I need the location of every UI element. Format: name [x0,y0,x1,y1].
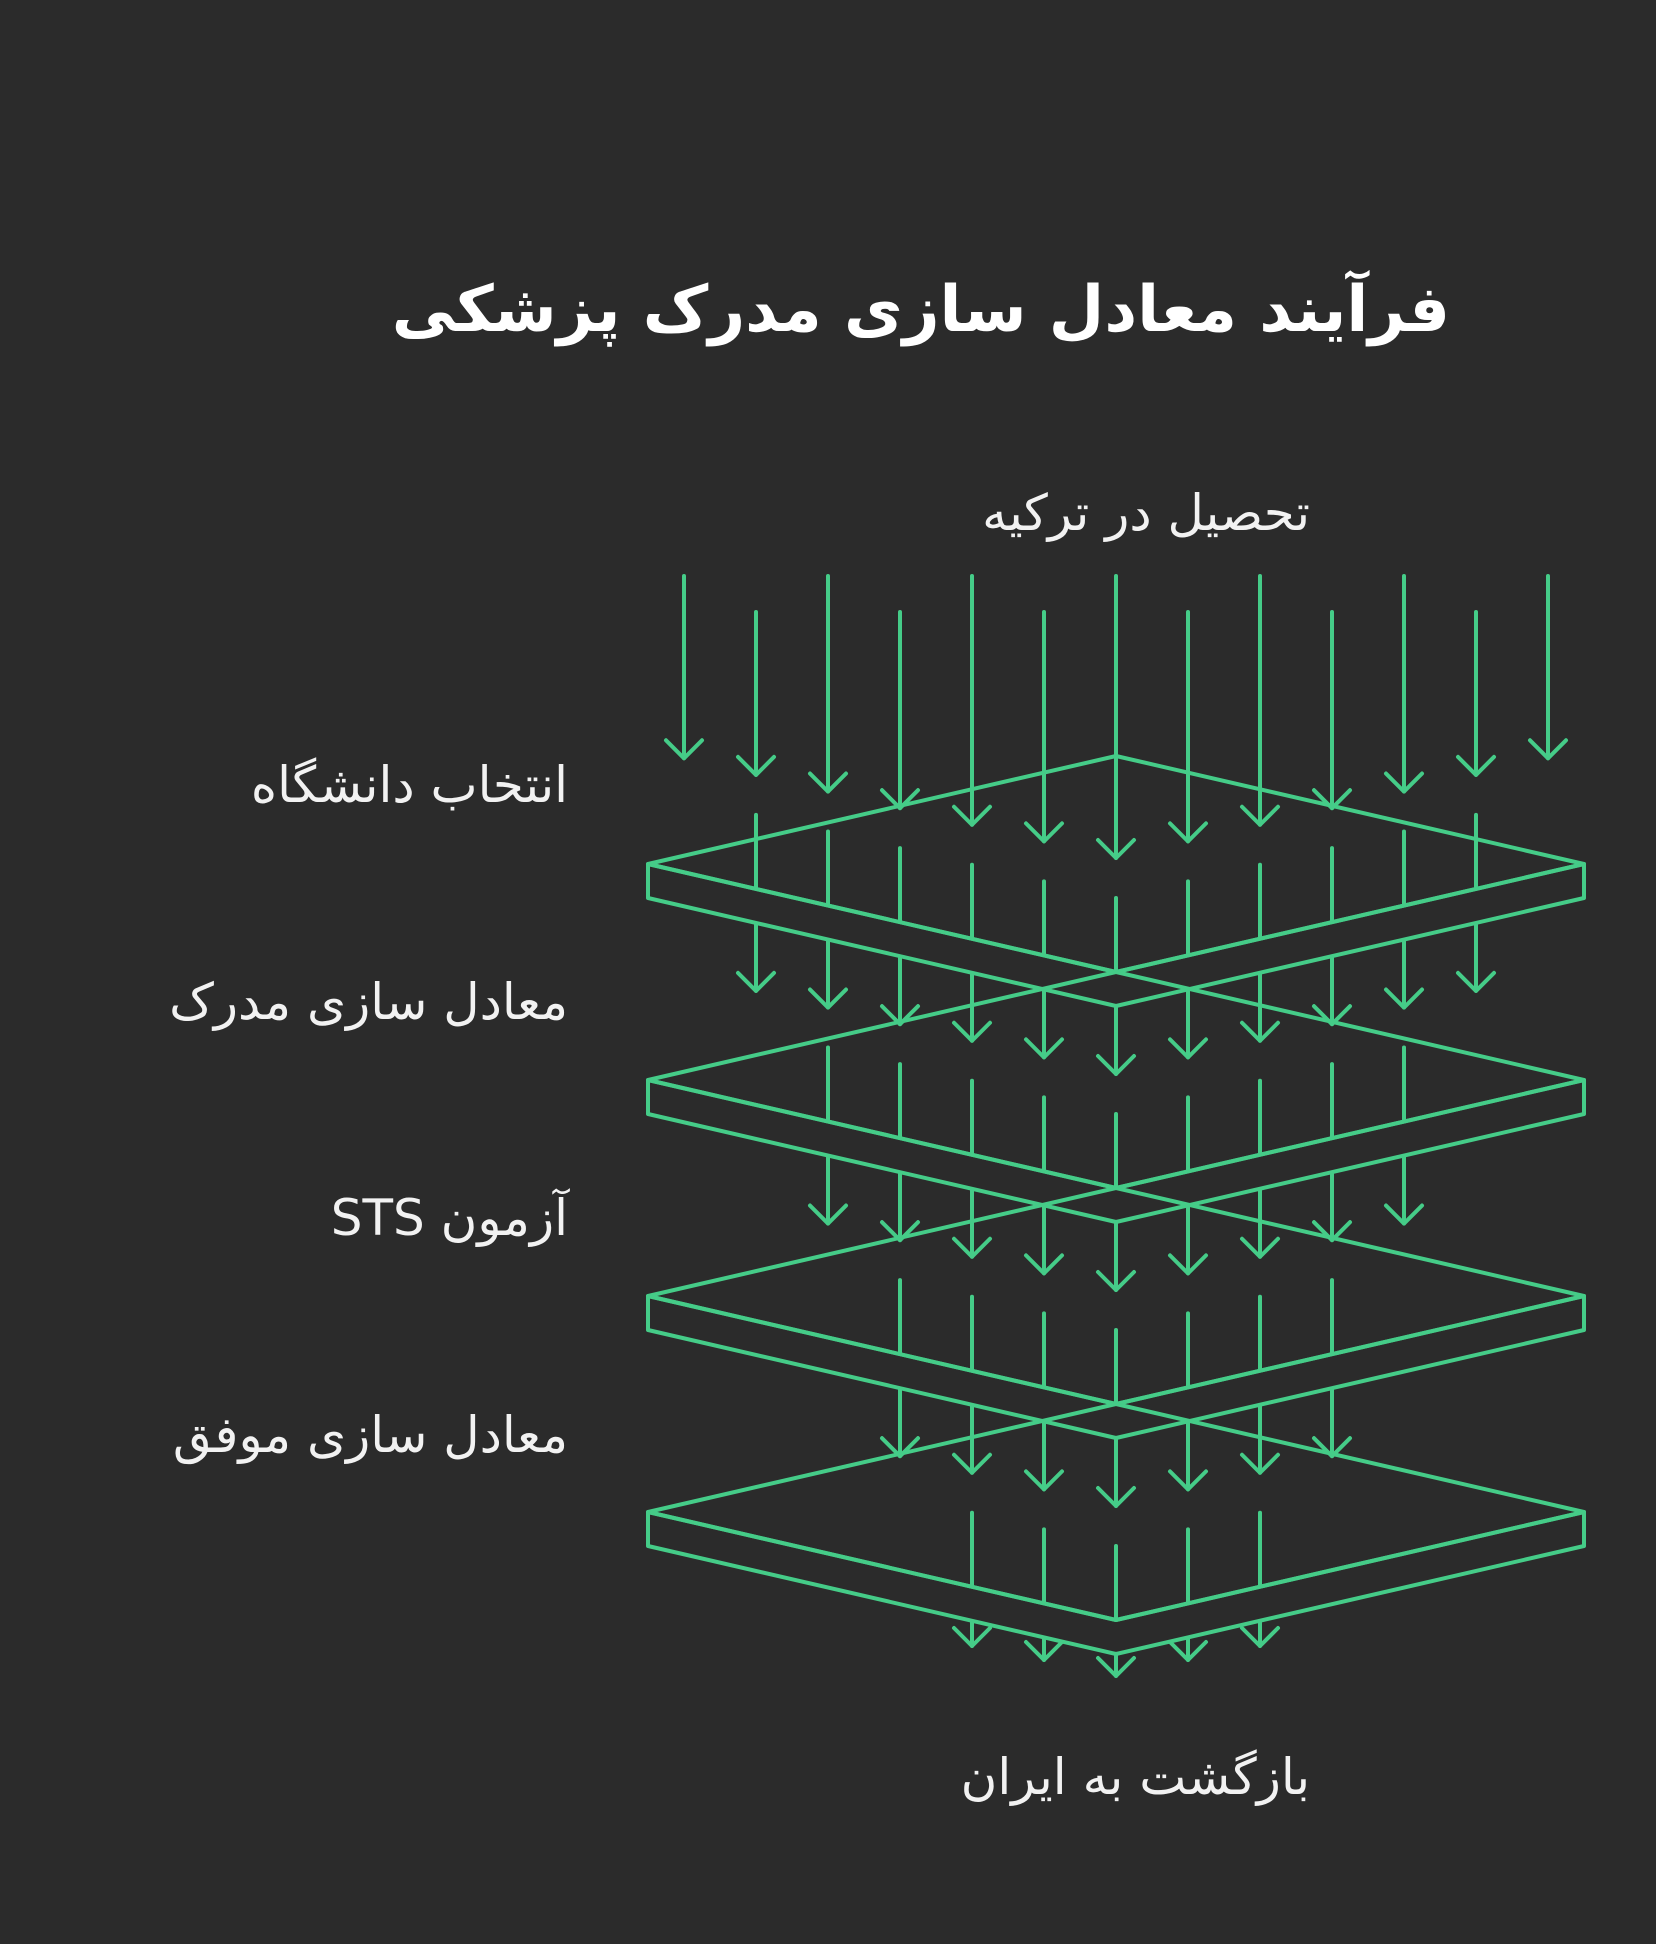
input-arrow [1312,610,1352,811]
input-arrow [736,610,776,777]
arrow-head [952,1452,992,1475]
arrow-head [1384,1203,1424,1226]
arrow-head [808,1203,848,1226]
arrow-head [880,1220,920,1243]
arrow-head [1240,1626,1280,1648]
arrow-head [1024,1037,1064,1060]
plate-top [646,970,1586,1190]
arrow-head [1168,1037,1208,1060]
arrow-head [1456,754,1496,777]
arrow-head [1312,1220,1352,1243]
arrow-head [1024,1640,1064,1662]
arrow-head [1168,1469,1208,1492]
plates-group [646,754,1586,1656]
arrow-head [880,788,920,811]
input-arrow [664,574,704,761]
arrow-head [1024,1253,1064,1276]
output-arrow [1096,1544,1136,1678]
input-label: تحصیل در ترکیه [982,484,1310,542]
input-arrow [1384,574,1424,794]
arrow-head [952,1626,992,1648]
input-arrow [880,610,920,811]
arrow-head [1240,804,1280,827]
arrow-head [880,1004,920,1027]
arrow-head [1096,1486,1136,1508]
arrow-head [1096,838,1136,860]
plate-top [646,754,1586,974]
plate-top [646,1402,1586,1622]
arrow-head [1168,821,1208,844]
output-arrow [952,1510,992,1648]
arrow-head [1096,1054,1136,1076]
arrow-head [1024,1469,1064,1492]
plate-layer-4 [646,1402,1586,1656]
input-arrow [1240,574,1280,827]
arrow-head [1096,1656,1136,1678]
arrow-head [1312,1436,1352,1459]
arrow-head [1240,1020,1280,1043]
arrow-head [808,771,848,794]
arrow-head [1384,771,1424,794]
layer-label-sts-exam: آزمون STS [330,1189,568,1247]
arrow-head [952,804,992,827]
plate-top [646,1186,1586,1406]
input-arrow [1528,574,1568,761]
arrow-head [1240,1236,1280,1259]
arrow-head [1456,970,1496,993]
layer-label-successful-equivalence: معادل سازی موفق [172,1406,568,1464]
arrow-head [1528,738,1568,761]
input-arrow [1456,610,1496,777]
output-label: بازگشت به ایران [960,1748,1310,1806]
arrow-head [952,1020,992,1043]
arrow-head [664,738,704,761]
input-arrow [1096,574,1136,860]
arrow-head [1384,987,1424,1010]
arrow-head [880,1436,920,1459]
arrow-head [808,987,848,1010]
arrow-head [1168,1640,1208,1662]
input-arrow [808,574,848,794]
input-arrow [952,574,992,827]
layer-label-university-selection: انتخاب دانشگاه [250,756,568,814]
arrow-head [952,1236,992,1259]
input-arrow [1168,610,1208,844]
arrow-head [1168,1253,1208,1276]
diagram-title: فرآیند معادل سازی مدرک پزشکی [391,273,1450,347]
output-arrow [1240,1510,1280,1648]
input-arrow [1024,610,1064,844]
arrow-head [1024,821,1064,844]
arrow-head [1312,788,1352,811]
arrow-head [1312,1004,1352,1027]
arrow-head [736,970,776,993]
arrow-head [1240,1452,1280,1475]
arrow-head [736,754,776,777]
layer-label-degree-equivalence: معادل سازی مدرک [169,973,568,1031]
arrow-head [1096,1270,1136,1292]
